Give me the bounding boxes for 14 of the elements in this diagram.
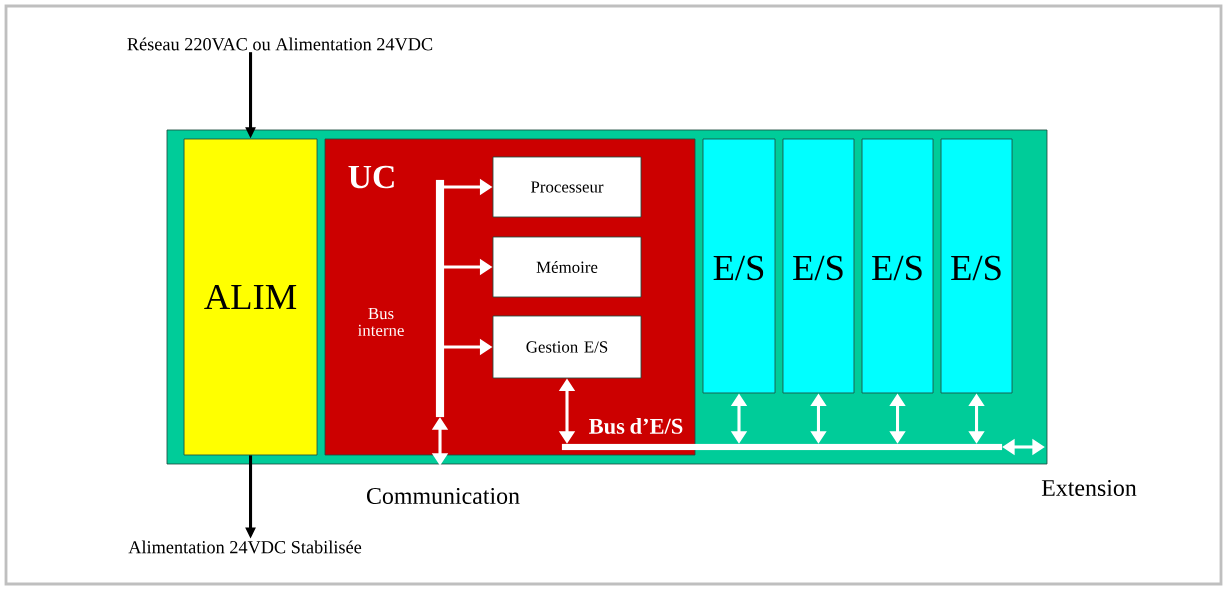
io-module-box: E/S xyxy=(940,138,1013,394)
process-box: Mémoire xyxy=(492,236,642,298)
output-label: Alimentation 24VDC Stabilisée xyxy=(128,540,362,554)
communication-label: Communication xyxy=(367,487,520,504)
process-box: Processeur xyxy=(492,156,642,218)
input-label: Réseau 220VAC ou Alimentation 24VDC xyxy=(127,37,433,51)
process-box: Gestion E/S xyxy=(492,315,642,379)
extension-label: Extension xyxy=(1041,479,1137,496)
power-supply-box: ALIM xyxy=(183,138,318,456)
bus-label: Bus interne xyxy=(357,307,404,336)
io-module-box: E/S xyxy=(782,138,855,394)
io-module-box: E/S xyxy=(702,138,776,394)
bus-label: Bus d’E/S xyxy=(589,418,683,434)
io-module-box: E/S xyxy=(861,138,934,394)
